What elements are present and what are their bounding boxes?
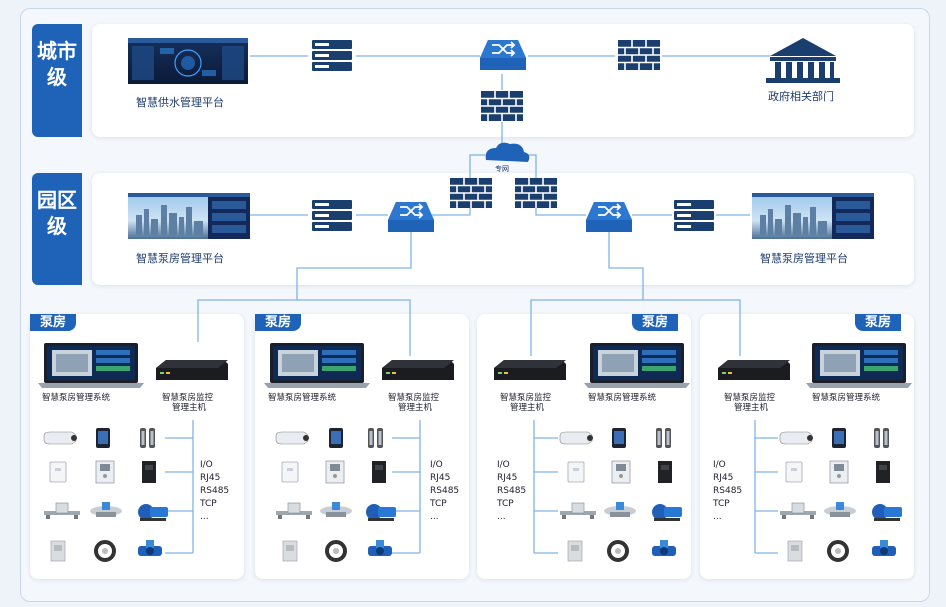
laptop-icon: [584, 343, 690, 388]
protocol-list: I/O RJ45 RS485 TCP ...: [200, 459, 229, 524]
park-platform-label-left: 智慧泵房管理平台: [136, 252, 224, 265]
pump-tag-4: 泵房: [855, 314, 902, 331]
protocol-rj45: RJ45: [430, 473, 451, 483]
switch-icon: [387, 201, 435, 233]
pump-platform-screen-right: [752, 193, 874, 239]
water-platform-screen: [127, 37, 249, 85]
park-platform-label-right: 智慧泵房管理平台: [760, 252, 848, 265]
server-icon: [674, 200, 714, 231]
monitor-host-label-line2: 管理主机: [734, 403, 769, 413]
monitor-host-label-line1: 智慧泵房监控: [388, 393, 440, 403]
monitor-host-icon: [494, 360, 566, 380]
cloud-label: 专网: [495, 165, 509, 173]
monitor-host-label-line1: 智慧泵房监控: [162, 393, 214, 403]
protocol-more: ...: [430, 512, 439, 522]
monitor-host-label-line1: 智慧泵房监控: [724, 393, 776, 403]
level-label-park: 园区级: [32, 173, 82, 285]
monitor-host-label-line1: 智慧泵房监控: [500, 393, 552, 403]
protocol-io: I/O: [200, 460, 213, 470]
protocol-rj45: RJ45: [713, 473, 734, 483]
protocol-tcp: TCP: [497, 499, 514, 509]
laptop-icon: [806, 343, 912, 388]
device-bus-lines: [165, 420, 778, 554]
monitor-host-label-line2: 管理主机: [172, 403, 207, 413]
protocol-more: ...: [497, 512, 506, 522]
pump-tag-2: 泵房: [255, 314, 302, 331]
protocol-list: I/O RJ45 RS485 TCP ...: [713, 459, 742, 524]
laptop-icon: [38, 343, 144, 388]
firewall-icon: [514, 177, 558, 209]
protocol-io: I/O: [430, 460, 443, 470]
protocol-more: ...: [713, 512, 722, 522]
pump-tag-3: 泵房: [632, 314, 679, 331]
monitor-host-icon: [382, 360, 454, 380]
protocol-more: ...: [200, 512, 209, 522]
switch-icon: [479, 39, 527, 71]
pump-system-label: 智慧泵房管理系统: [42, 393, 111, 403]
server-icon: [312, 40, 352, 71]
protocol-rj45: RJ45: [200, 473, 221, 483]
government-building-icon: [766, 38, 840, 83]
protocol-io: I/O: [497, 460, 510, 470]
protocol-rs485: RS485: [713, 486, 743, 496]
protocol-rj45: RJ45: [497, 473, 518, 483]
pump-tag-1: 泵房: [30, 314, 77, 331]
pump-system-label: 智慧泵房管理系统: [812, 393, 881, 403]
protocol-rs485: RS485: [497, 486, 527, 496]
cloud-icon: [485, 142, 530, 162]
protocol-rs485: RS485: [200, 486, 230, 496]
pump-system-label: 智慧泵房管理系统: [588, 393, 657, 403]
gov-dept-label: 政府相关部门: [768, 90, 834, 103]
protocol-tcp: TCP: [713, 499, 730, 509]
protocol-tcp: TCP: [430, 499, 447, 509]
protocol-io: I/O: [713, 460, 726, 470]
monitor-host-icon: [156, 360, 228, 380]
monitor-host-label-line2: 管理主机: [398, 403, 433, 413]
firewall-icon: [449, 177, 493, 209]
pump-system-label: 智慧泵房管理系统: [268, 393, 337, 403]
water-platform-label: 智慧供水管理平台: [136, 96, 224, 109]
monitor-host-label-line2: 管理主机: [510, 403, 545, 413]
level-label-city: 城市级: [32, 24, 82, 137]
firewall-icon: [617, 39, 661, 71]
firewall-icon: [480, 90, 524, 122]
laptop-icon: [264, 343, 370, 388]
protocol-list: I/O RJ45 RS485 TCP ...: [497, 459, 526, 524]
protocol-list: I/O RJ45 RS485 TCP ...: [430, 459, 459, 524]
monitor-host-icon: [718, 360, 790, 380]
switch-icon: [585, 201, 633, 233]
server-icon: [312, 200, 352, 231]
protocol-rs485: RS485: [430, 486, 460, 496]
pump-platform-screen-left: [128, 193, 250, 239]
protocol-tcp: TCP: [200, 499, 217, 509]
